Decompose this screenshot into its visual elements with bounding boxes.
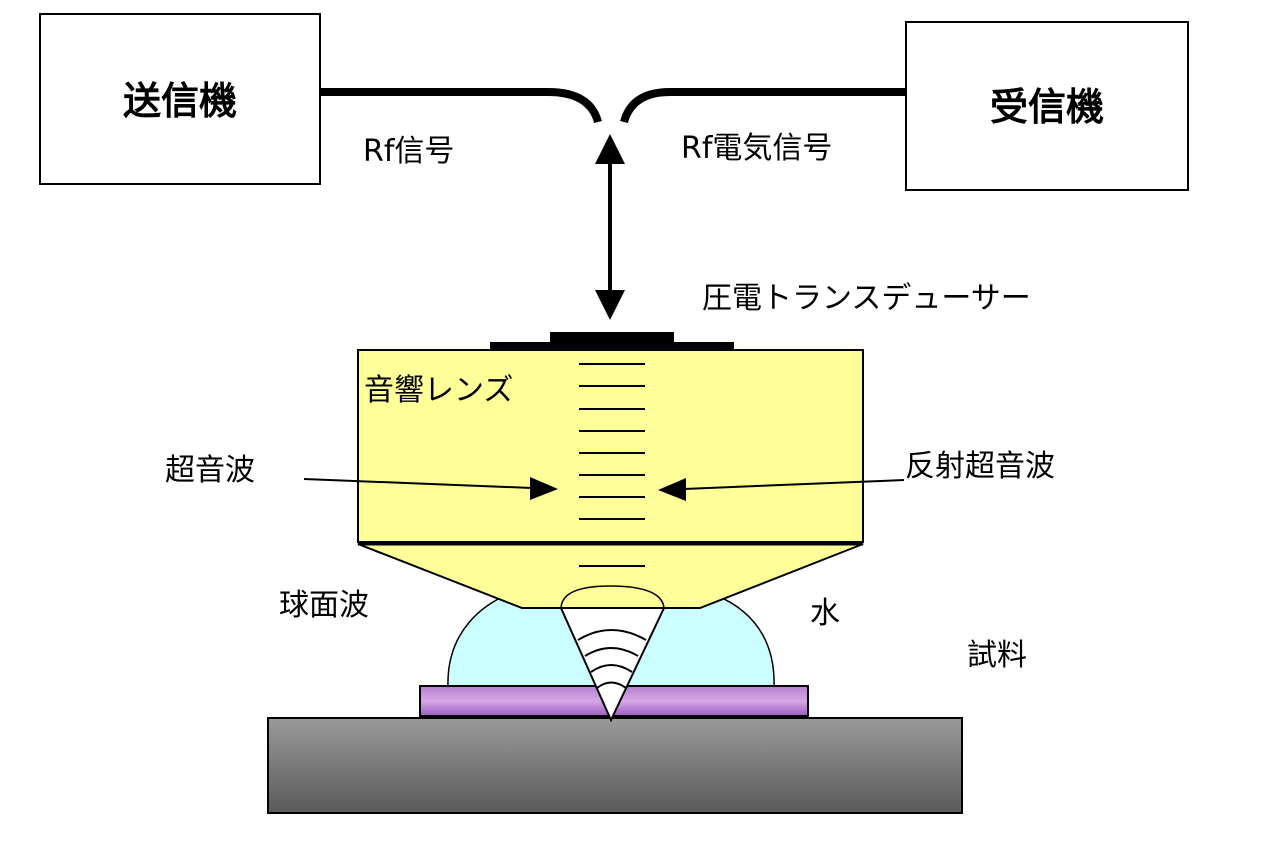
ultrasound-label: 超音波: [165, 453, 255, 488]
lens-cavity: [560, 585, 665, 609]
signal-double-arrow: [595, 134, 625, 320]
acoustic-lens-body: [357, 349, 864, 543]
plane-wavefronts: [579, 363, 645, 567]
receiver-label: 受信機: [990, 85, 1104, 129]
receiver-cable: [620, 88, 906, 124]
ultrasound-pointer-arrow: [303, 477, 558, 500]
reflected-ultrasound-label: 反射超音波: [905, 449, 1055, 484]
water-label: 水: [810, 596, 840, 631]
acoustic-lens-label: 音響レンズ: [364, 373, 513, 408]
piezo-transducer-element: [550, 332, 674, 344]
transmitter-label: 送信機: [123, 79, 237, 123]
rf-signal-label: Rf信号: [363, 134, 454, 169]
piezo-transducer-electrode: [490, 342, 734, 350]
rf-electric-signal-label: Rf電気信号: [681, 131, 832, 166]
sample-label: 試料: [967, 638, 1027, 673]
receiver-box: 受信機: [905, 21, 1189, 191]
stage-base: [267, 717, 963, 814]
spherical-wave-label: 球面波: [279, 588, 369, 623]
reflected-ultrasound-pointer-arrow: [658, 478, 905, 501]
spherical-wavefronts: [577, 629, 647, 689]
piezo-transducer-label: 圧電トランスデューサー: [702, 281, 1031, 316]
transmitter-box: 送信機: [39, 13, 321, 185]
transmitter-cable: [320, 88, 602, 124]
